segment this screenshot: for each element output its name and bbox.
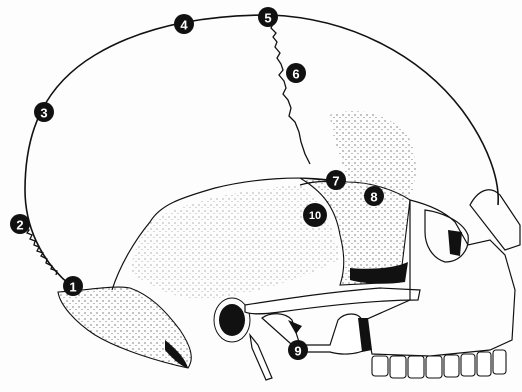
external-acoustic-meatus [219, 304, 245, 336]
marker-8-label: 8 [370, 190, 377, 205]
marker-4-label: 4 [180, 18, 188, 33]
marker-7: 7 [326, 170, 346, 190]
marker-10-label: 10 [309, 210, 321, 222]
marker-7-label: 7 [332, 174, 339, 189]
marker-4: 4 [174, 14, 194, 34]
marker-9-label: 9 [294, 344, 301, 359]
zygomatic-arch [245, 288, 420, 314]
temporal-bone-fill [130, 185, 340, 300]
marker-9: 9 [288, 340, 308, 360]
marker-6-label: 6 [292, 67, 299, 82]
nasal-bone [470, 190, 520, 250]
marker-8: 8 [364, 186, 384, 206]
styloid-process [250, 335, 272, 380]
marker-1-label: 1 [69, 280, 76, 295]
mandible-ramus [262, 314, 365, 354]
marker-10: 10 [303, 203, 327, 227]
marker-5-label: 5 [264, 11, 271, 26]
marker-2: 2 [10, 214, 30, 234]
marker-1: 1 [63, 276, 83, 296]
marker-5: 5 [258, 7, 278, 27]
marker-6: 6 [286, 63, 306, 83]
marker-2-label: 2 [16, 218, 23, 233]
marker-3: 3 [34, 102, 54, 122]
orbit-shadow [448, 230, 462, 256]
coronal-suture [270, 18, 310, 164]
marker-3-label: 3 [40, 106, 47, 121]
orbit-region [425, 210, 468, 262]
